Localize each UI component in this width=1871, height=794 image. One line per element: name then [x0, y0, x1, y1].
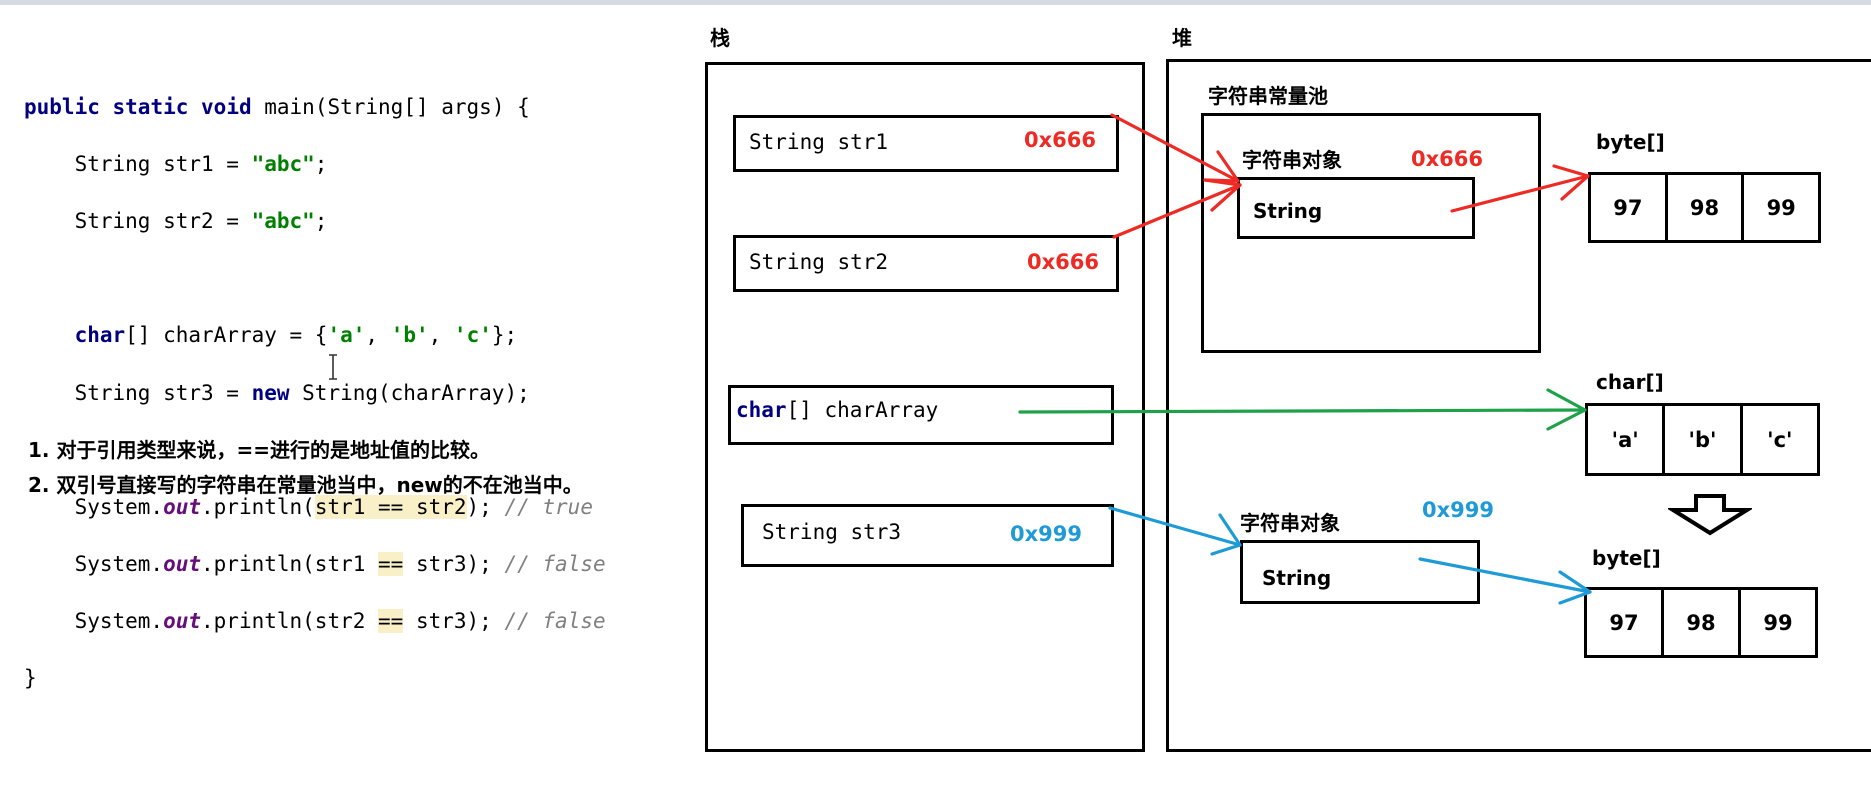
- code-line-close: }: [24, 666, 37, 691]
- str2-address: 0x666: [1027, 250, 1099, 274]
- blue-arrow-new-to-byte: [1418, 557, 1592, 605]
- red-arrow-str1: [1110, 113, 1240, 183]
- constant-pool-label: 字符串常量池: [1208, 84, 1328, 108]
- byte-array-2-cell: 99: [1763, 610, 1793, 635]
- new-string-object: [1240, 540, 1480, 604]
- red-arrow-str2: [1112, 178, 1242, 239]
- str1-address: 0x666: [1024, 128, 1096, 152]
- code-line-print2: System.out.println(str1 == str3); // fal…: [24, 552, 606, 577]
- stack-var-chararray: [728, 385, 1114, 445]
- byte-array-1-cell: 97: [1591, 175, 1668, 240]
- code-line-str3: String str3 = new String(charArray);: [24, 380, 530, 405]
- stack-var-str1: [733, 115, 1119, 172]
- new-object-label: 字符串对象: [1240, 511, 1340, 535]
- stack-var-str2: [733, 235, 1119, 292]
- code-block: public static void main(String[] args) {…: [24, 64, 606, 722]
- pool-string-object: [1237, 177, 1475, 239]
- code-line-print3: System.out.println(str2 == str3); // fal…: [24, 609, 606, 634]
- code-line-str1: String str1 = "abc";: [24, 151, 328, 176]
- notes: 1. 对于引用类型来说，==进行的是地址值的比较。 2. 双引号直接写的字符串在…: [28, 433, 583, 503]
- heap-label: 堆: [1172, 26, 1192, 50]
- red-arrow-pool-to-byte: [1450, 164, 1590, 213]
- stack-var-str3: [741, 504, 1114, 567]
- code-line-chararray: char[] charArray = {'a', 'b', 'c'};: [74, 323, 518, 348]
- byte-array-2: 97 98 99: [1584, 587, 1818, 658]
- pool-string-type: String: [1253, 199, 1323, 223]
- byte-array-1-cell: 98: [1668, 175, 1745, 240]
- byte-array-2-label: byte[]: [1592, 546, 1661, 570]
- str3-var-text: String str3: [762, 520, 902, 544]
- chararray-var-text: char[] charArray: [736, 398, 939, 422]
- byte-array-1-cell: 99: [1766, 195, 1796, 220]
- stack-label: 栈: [710, 26, 730, 50]
- text-cursor-icon: [329, 354, 337, 380]
- byte-array-1: 97 98 99: [1588, 172, 1821, 243]
- pool-object-label: 字符串对象: [1242, 148, 1342, 172]
- top-bar: [0, 0, 1871, 5]
- code-line-main: public static void main(String[] args) {: [24, 94, 530, 119]
- char-array-cell: 'c': [1767, 427, 1793, 452]
- str1-var-text: String str1: [749, 130, 889, 154]
- new-object-address: 0x999: [1422, 498, 1494, 522]
- pool-object-address: 0x666: [1411, 147, 1483, 171]
- char-array-cell: 'b': [1665, 406, 1743, 473]
- str3-address: 0x999: [1010, 522, 1082, 546]
- str2-var-text: String str2: [749, 250, 889, 274]
- green-arrow-chararray: [1018, 388, 1587, 431]
- byte-array-2-cell: 97: [1587, 590, 1664, 655]
- note-2: 2. 双引号直接写的字符串在常量池当中，new的不在池当中。: [28, 473, 583, 497]
- note-1: 1. 对于引用类型来说，==进行的是地址值的比较。: [28, 438, 490, 462]
- code-line-print1: System.out.println(str1 == str2); // tru…: [24, 494, 593, 519]
- new-string-type: String: [1262, 566, 1332, 590]
- convert-down-arrow-icon: [1668, 494, 1752, 536]
- code-line-str2: String str2 = "abc";: [24, 208, 328, 233]
- byte-array-2-cell: 98: [1664, 590, 1741, 655]
- blue-arrow-str3: [1108, 506, 1242, 556]
- char-array-label: char[]: [1596, 370, 1664, 394]
- char-array: 'a' 'b' 'c': [1585, 403, 1820, 476]
- char-array-cell: 'a': [1588, 406, 1666, 473]
- byte-array-1-label: byte[]: [1596, 130, 1665, 154]
